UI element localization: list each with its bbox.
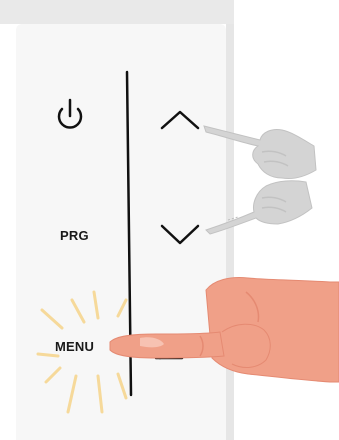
pointing-hand-icon: [110, 278, 339, 383]
